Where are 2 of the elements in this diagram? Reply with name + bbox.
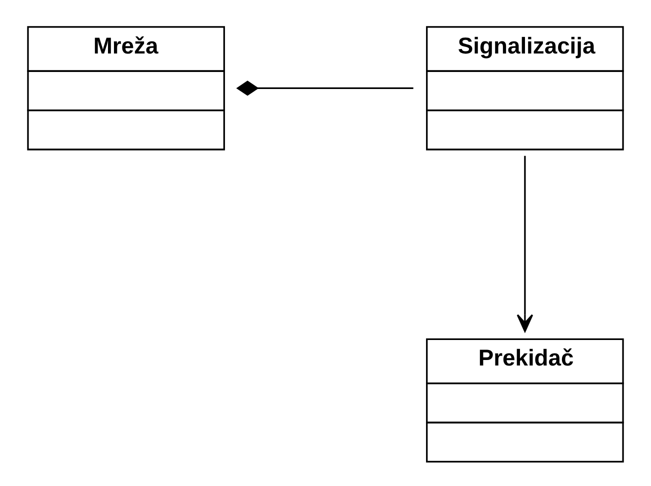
arrow <box>516 155 534 332</box>
connector <box>236 80 414 96</box>
